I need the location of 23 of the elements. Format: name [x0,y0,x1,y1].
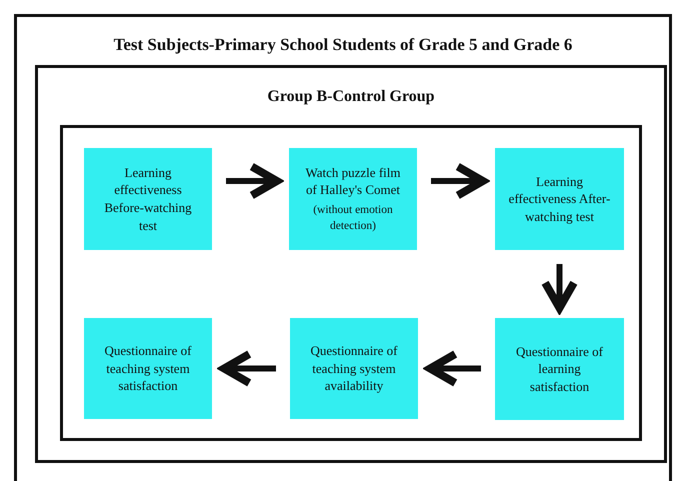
step-box [495,148,624,250]
step-label: Learning effectiveness After-watching test [508,172,612,226]
step-box [84,148,212,250]
group-frame [35,65,667,463]
step-box [495,318,624,420]
step-label: Learning effectiveness Before-watching test [103,164,193,234]
step-label: Watch puzzle film of Halley's Comet [304,164,402,200]
arrow [426,350,481,387]
step-label: Questionnaire of learning satisfaction [514,342,604,396]
step-box [289,148,417,250]
arrow [220,350,276,387]
inner-frame [60,125,642,441]
step-box [84,318,212,419]
group-heading: Test Subjects-Primary School Students of Grade 5 and Grade 6 [112,35,574,55]
group-heading: Group B-Control Group [266,88,436,106]
step-box [290,318,418,419]
group-frame [14,14,672,481]
step-label: Questionnaire of teaching system satisfaction [103,342,192,395]
arrow [431,162,487,200]
step-note: (without emotion detection) [312,203,394,234]
step-label: Questionnaire of teaching system availability [309,342,398,395]
arrow [541,264,578,312]
arrow [226,162,281,200]
